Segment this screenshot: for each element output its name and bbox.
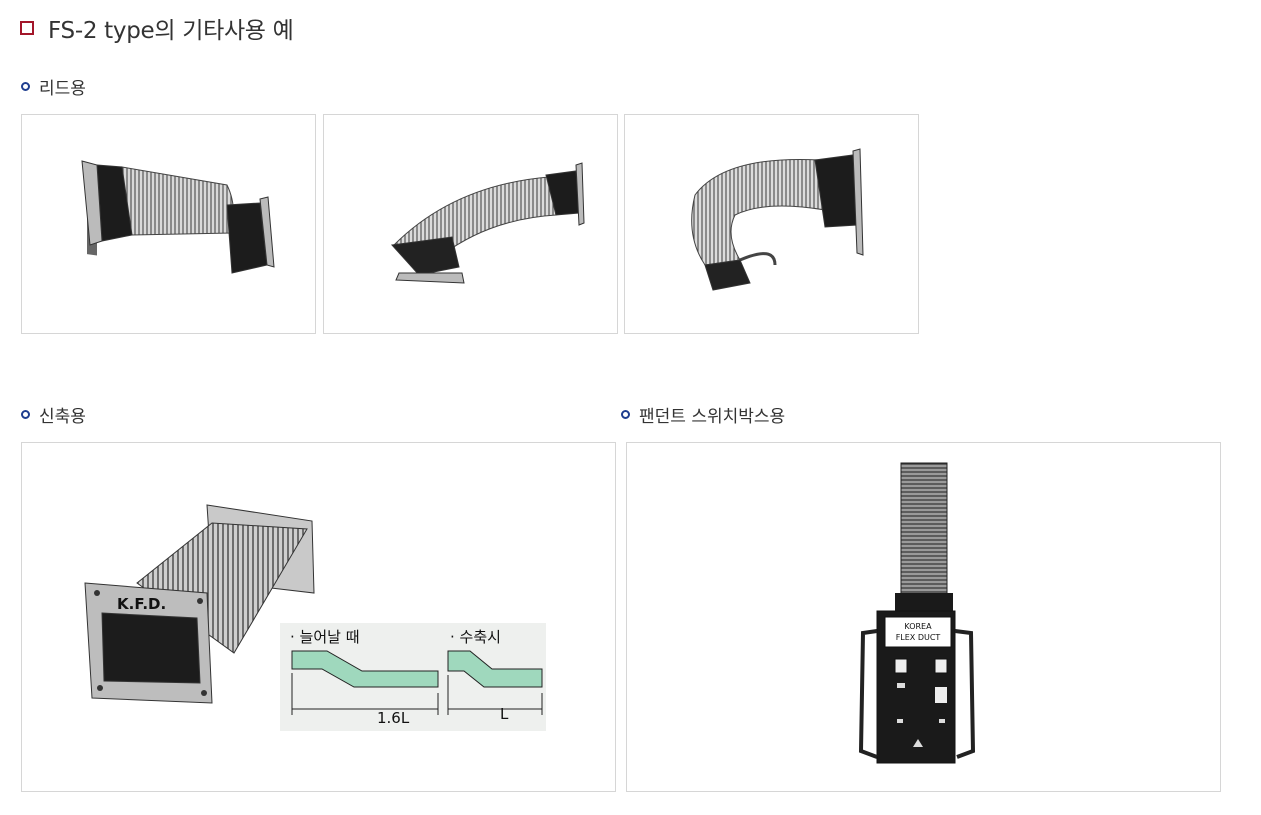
circle-bullet-icon xyxy=(621,410,630,419)
lead-image-3 xyxy=(624,114,919,334)
circle-bullet-icon xyxy=(21,410,30,419)
square-bullet-icon xyxy=(20,21,34,35)
extend-caption: · 늘어날 때 xyxy=(290,628,360,646)
lead-image-2 xyxy=(323,114,618,334)
section-label-lead: 리드용 xyxy=(39,79,86,99)
section-heading-pendant: 팬던트 스위치박스용 xyxy=(621,402,785,427)
duct-ubend-illustration xyxy=(691,148,864,291)
section-heading-lead: 리드용 xyxy=(21,74,86,99)
circle-bullet-icon xyxy=(21,82,30,91)
stretch-image: K.F.D. · 늘어날 때 · 수축시 1.6L L xyxy=(21,442,616,792)
pendant-switchbox-illustration: KOREA FLEX DUCT xyxy=(858,462,976,764)
shrink-length-label: L xyxy=(500,705,509,723)
kfd-label: K.F.D. xyxy=(117,595,166,613)
section-label-pendant: 팬던트 스위치박스용 xyxy=(639,407,786,427)
section-label-stretch: 신축용 xyxy=(39,407,86,427)
shrink-caption: · 수축시 xyxy=(450,628,501,646)
extend-length-label: 1.6L xyxy=(377,709,410,727)
page-title: FS-2 type의 기타사용 예 xyxy=(20,12,294,44)
duct-offset-illustration xyxy=(81,160,275,274)
duct-curve-illustration xyxy=(390,162,585,284)
box-label-line2: FLEX DUCT xyxy=(896,633,941,642)
section-heading-stretch: 신축용 xyxy=(21,402,86,427)
box-label-line1: KOREA xyxy=(904,622,932,631)
extended-duct-shape xyxy=(291,650,439,688)
expansion-duct-illustration: K.F.D. · 늘어날 때 · 수축시 1.6L L xyxy=(84,504,546,731)
pendant-image: KOREA FLEX DUCT xyxy=(626,442,1221,792)
shrunk-duct-shape xyxy=(447,650,543,688)
lead-image-1 xyxy=(21,114,316,334)
page-title-text: FS-2 type의 기타사용 예 xyxy=(48,18,294,44)
